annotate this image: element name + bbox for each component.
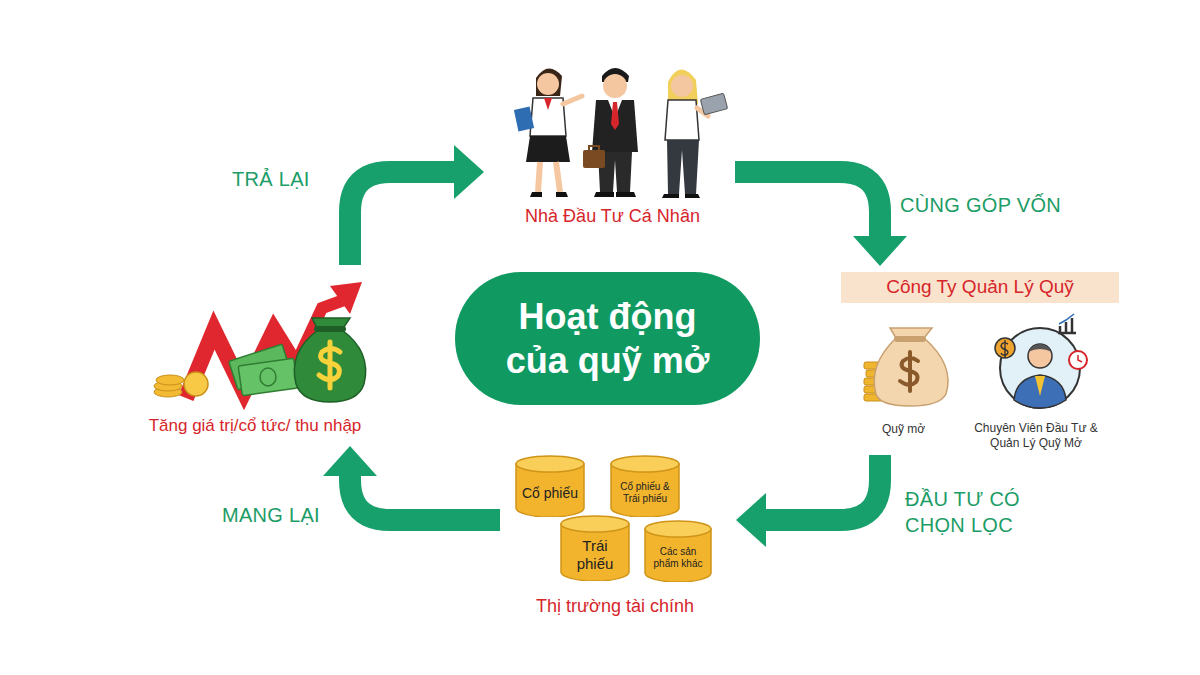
gains-illustration xyxy=(154,282,366,402)
arrow-head xyxy=(853,236,907,266)
money-bag-icon xyxy=(864,328,948,406)
investor-group: Nhà Đầu Tư Cá Nhân xyxy=(490,58,735,232)
coin-label: Trái phiếu xyxy=(564,537,626,573)
arrow-head xyxy=(736,493,766,547)
advisor-icon-box: Chuyên Viên Đầu Tư & Quản Lý Quỹ Mở xyxy=(970,318,1102,450)
node-label: Quỹ mở xyxy=(882,422,925,436)
coin-top xyxy=(561,516,629,532)
coin-stack: Trái phiếu xyxy=(560,515,630,581)
flow-label: CÙNG GÓP VỐN xyxy=(900,192,1061,218)
fund-icon-box: Quỹ mở xyxy=(851,318,956,436)
flow-arrow xyxy=(323,446,500,520)
coin-stack: Cổ phiếu & Trái phiếu xyxy=(610,455,680,517)
flow-label: MANG LẠI xyxy=(222,502,320,528)
flow-label: ĐẦU TƯ CÓ CHỌN LỌC xyxy=(905,486,1075,538)
flow-arrow xyxy=(350,145,484,265)
fund-company: Công Ty Quản Lý QuỹQuỹ mở Chuyên Viên Đầu… xyxy=(841,272,1119,455)
investor-people xyxy=(514,68,728,198)
band-heading: Công Ty Quản Lý Quỹ xyxy=(841,272,1119,303)
market-group: Thị trường tài chính Cổ phiếu Cổ phiếu & T… xyxy=(500,450,730,622)
flow-label: TRẢ LẠI xyxy=(232,166,310,192)
coin-top xyxy=(645,521,711,537)
flow-arrow xyxy=(735,172,907,266)
node-label: Tăng giá trị/cổ tức/ thu nhập xyxy=(149,416,362,436)
node-label: Thị trường tài chính xyxy=(536,596,694,618)
coin-label: Cổ phiếu xyxy=(522,485,578,502)
arrow-shaft xyxy=(764,455,880,520)
coin-stack: Các sản phẩm khác xyxy=(644,520,712,582)
node-label: Nhà Đầu Tư Cá Nhân xyxy=(525,206,700,228)
coin-top xyxy=(611,456,679,472)
arrow-shaft xyxy=(735,172,880,238)
node-label: Chuyên Viên Đầu Tư & Quản Lý Quỹ Mở xyxy=(974,421,1098,450)
coin-label: Cổ phiếu & Trái phiếu xyxy=(614,481,676,505)
flow-arrow xyxy=(736,455,880,547)
arrow-head xyxy=(454,145,484,199)
gains-group: Tăng giá trị/cổ tức/ thu nhập xyxy=(110,265,400,440)
arrow-shaft xyxy=(350,172,456,265)
advisor-icon xyxy=(995,314,1087,408)
coin-label: Các sản phẩm khác xyxy=(648,546,708,570)
coin-top xyxy=(516,456,584,472)
arrow-shaft xyxy=(350,474,500,520)
coin-stack: Cổ phiếu xyxy=(515,455,585,517)
node-label: Hoạt động của quỹ mở xyxy=(490,295,725,381)
arrow-head xyxy=(323,446,377,476)
center-pill: Hoạt động của quỹ mở xyxy=(455,272,760,405)
